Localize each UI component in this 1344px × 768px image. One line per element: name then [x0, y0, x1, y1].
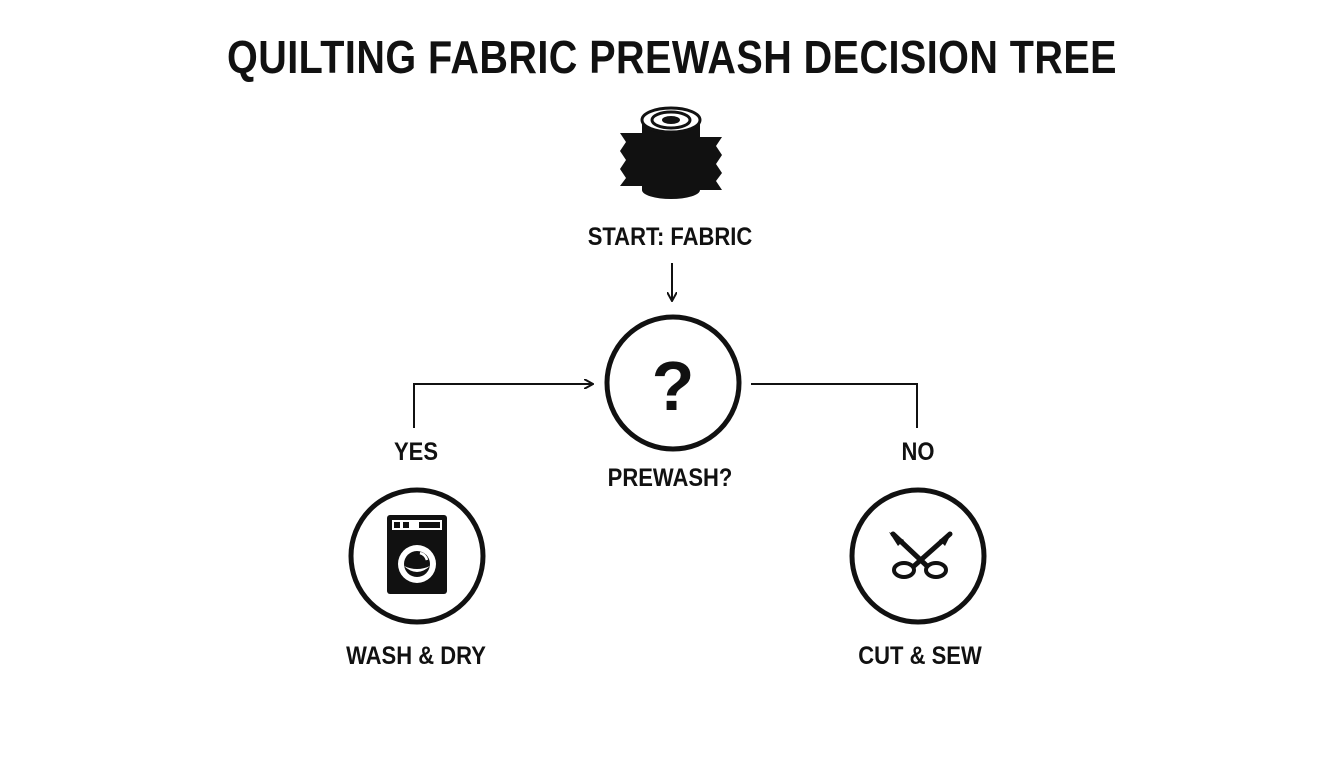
connector-no	[751, 383, 918, 428]
washing-machine-icon	[387, 515, 447, 594]
fabric-roll-icon	[620, 106, 722, 199]
start-label: START: FABRIC	[587, 223, 753, 251]
yes-branch-label: YES	[393, 438, 439, 466]
decision-node	[604, 314, 742, 452]
cut-sew-label: CUT & SEW	[858, 642, 982, 670]
no-branch-label: NO	[901, 438, 935, 466]
question-mark-icon: ?	[652, 347, 695, 425]
wash-dry-label: WASH & DRY	[346, 642, 486, 670]
diagram-title: QUILTING FABRIC PREWASH DECISION TREE	[227, 31, 1117, 83]
scissors-icon	[889, 531, 953, 579]
connector-yes	[413, 384, 592, 428]
decision-label: PREWASH?	[607, 464, 733, 492]
